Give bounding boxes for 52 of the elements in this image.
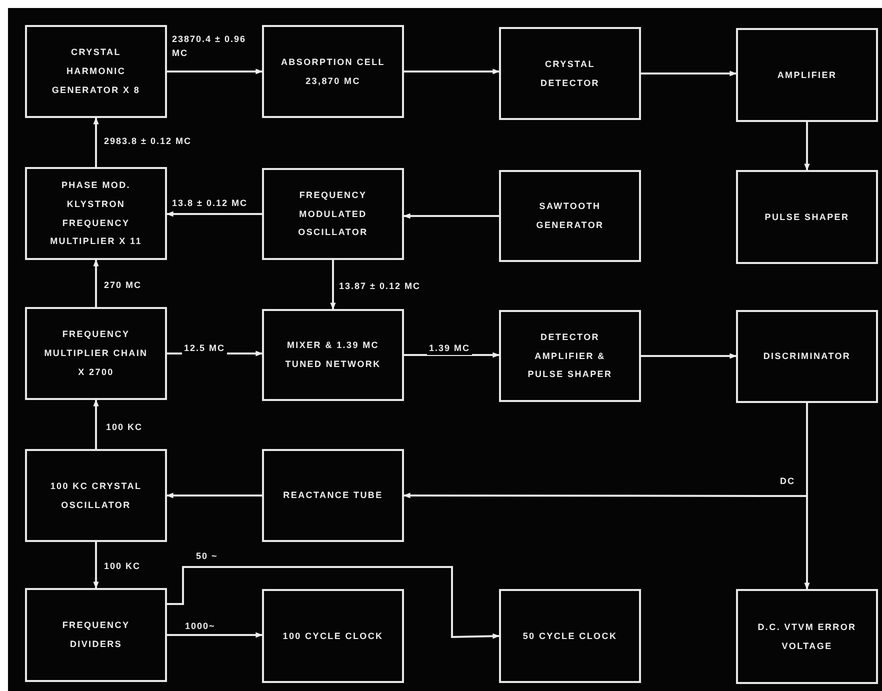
- arrow: [804, 122, 810, 171]
- arrow: [166, 492, 262, 498]
- box-label: AMPLIFIER: [777, 68, 837, 82]
- arrow: [93, 117, 99, 167]
- arrow: [166, 211, 262, 217]
- arrow: [167, 632, 263, 638]
- box-label: PULSE SHAPER: [764, 210, 850, 224]
- process-box: [25, 307, 167, 400]
- box-label: DISCRIMINATOR: [763, 350, 851, 364]
- box-label: SAWTOOTH GENERATOR: [535, 200, 605, 232]
- process-box: [736, 170, 878, 264]
- arrow: [403, 213, 499, 219]
- process-box: [499, 27, 641, 120]
- process-box: [25, 25, 167, 118]
- box-label: 50 CYCLE CLOCK: [522, 630, 618, 643]
- process-box: [499, 170, 641, 262]
- box-label: REACTANCE TUBE: [283, 489, 383, 502]
- process-box: [25, 588, 167, 682]
- box-label: DETECTOR AMPLIFIER & PULSE SHAPER: [526, 330, 614, 382]
- process-box: [736, 28, 878, 122]
- process-box: [262, 168, 404, 260]
- box-label: ABSORPTION CELL 23,870 MC: [280, 56, 386, 88]
- box-label: FREQUENCY MODULATED OSCILLATOR: [297, 188, 369, 240]
- box-label: MIXER & 1.39 MC TUNED NETWORK: [284, 339, 382, 371]
- arrow: [93, 259, 99, 307]
- arrow: [167, 68, 263, 74]
- arrow: [93, 542, 99, 589]
- box-label: PHASE MOD. KLYSTRON FREQUENCY MULTIPLIER X 11: [49, 178, 143, 248]
- arrow: [404, 68, 500, 74]
- box-label: 100 KC CRYSTAL OSCILLATOR: [49, 480, 143, 512]
- arrow: [330, 260, 336, 310]
- box-label: D.C. VTVM ERROR VOLTAGE: [756, 620, 858, 652]
- process-box: [499, 589, 641, 683]
- arrow: [93, 399, 99, 449]
- box-label: 100 CYCLE CLOCK: [282, 630, 384, 643]
- process-box: [736, 310, 878, 403]
- process-box: [262, 449, 404, 542]
- arrow: [404, 352, 500, 358]
- process-box: [736, 589, 878, 684]
- arrow: [641, 353, 737, 359]
- process-box: [262, 25, 404, 118]
- process-box: [25, 167, 167, 260]
- process-box: [25, 449, 167, 542]
- box-label: FREQUENCY DIVIDERS: [61, 619, 131, 651]
- process-box: [262, 589, 404, 683]
- box-label: FREQUENCY MULTIPLIER CHAIN X 2700: [43, 328, 149, 379]
- arrow: [641, 70, 737, 76]
- arrow: [167, 566, 500, 639]
- process-box: [262, 309, 404, 401]
- process-box: [499, 310, 641, 402]
- box-label: CRYSTAL DETECTOR: [540, 58, 600, 90]
- box-label: CRYSTAL HARMONIC GENERATOR X 8: [50, 46, 142, 97]
